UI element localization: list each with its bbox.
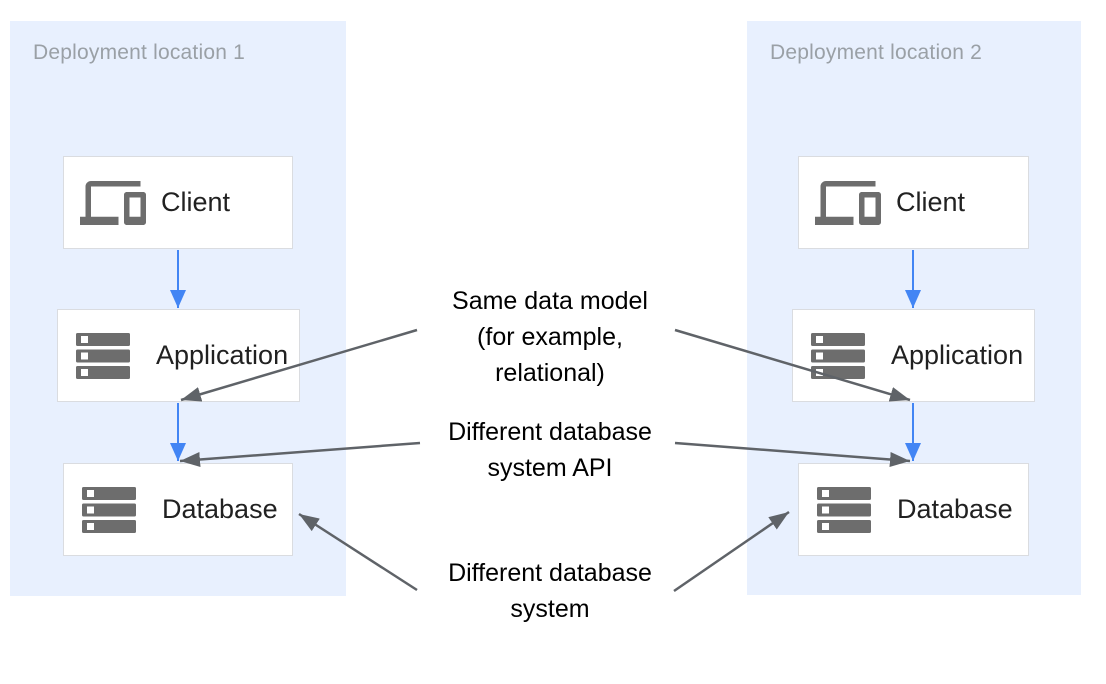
- devices-icon: [815, 180, 881, 225]
- stack-icon: [817, 486, 871, 533]
- database-node-label: Database: [162, 494, 278, 524]
- deployment-location-1-title: Deployment location 1: [33, 41, 245, 64]
- database-node-location-1: Database: [63, 463, 293, 556]
- deployment-location-2-title: Deployment location 2: [770, 41, 982, 64]
- annotation-different-database-system: Different database system: [448, 559, 652, 623]
- client-node-location-1: Client: [63, 156, 293, 249]
- stack-icon: [82, 486, 136, 533]
- annotation-different-database-system-api: Different database system API: [448, 418, 652, 482]
- application-node-label: Application: [156, 340, 289, 370]
- client-node-location-2: Client: [798, 156, 1029, 249]
- stack-icon: [76, 332, 130, 379]
- database-node-label: Database: [897, 494, 1013, 524]
- devices-icon: [80, 180, 146, 225]
- database-node-location-2: Database: [798, 463, 1029, 556]
- stack-icon: [811, 332, 865, 379]
- application-node-location-2: Application: [792, 309, 1035, 402]
- application-node-label: Application: [891, 340, 1024, 370]
- application-node-location-1: Application: [57, 309, 300, 402]
- client-node-label: Client: [161, 187, 231, 217]
- client-node-label: Client: [896, 187, 966, 217]
- annotation-same-data-model: Same data model (for example, relational…: [452, 287, 648, 387]
